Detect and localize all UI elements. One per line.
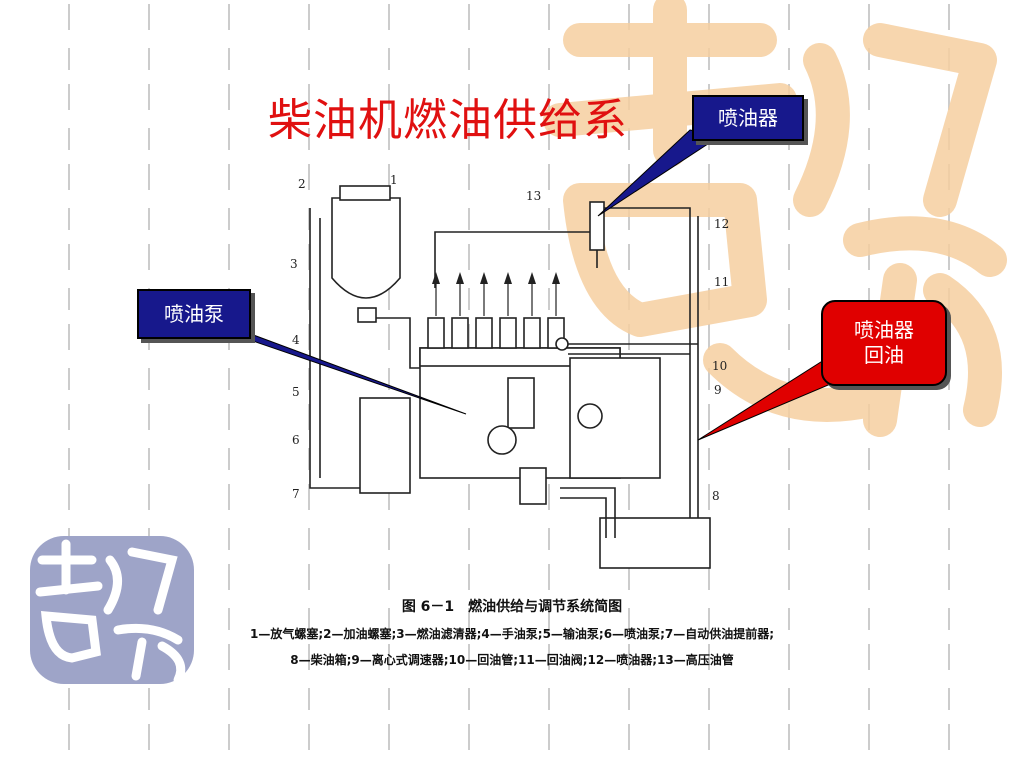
svg-text:2: 2 <box>298 177 306 191</box>
callout-return-line2: 回油 <box>864 343 904 367</box>
svg-text:1: 1 <box>390 173 398 187</box>
hand-pump <box>507 377 535 429</box>
fuel-filter <box>331 197 401 299</box>
high-pressure-line <box>434 231 560 288</box>
svg-text:13: 13 <box>526 189 541 203</box>
svg-text:5: 5 <box>292 385 300 399</box>
svg-text:6: 6 <box>292 433 300 447</box>
figure-legend-line1: 1—放气螺塞;2—加油螺塞;3—燃油滤清器;4—手油泵;5—输油泵;6—喷油泵;… <box>249 627 775 641</box>
svg-text:12: 12 <box>714 217 729 231</box>
advance-device <box>359 397 411 494</box>
return-pipe <box>604 207 691 518</box>
svg-text:3: 3 <box>290 257 298 271</box>
figure-caption: 图 6－1 燃油供给与调节系统简图 <box>401 599 623 615</box>
svg-text:8: 8 <box>712 489 720 503</box>
callout-injection-pump: 喷油泵 <box>137 289 251 339</box>
svg-text:4: 4 <box>292 333 300 347</box>
seal-logo <box>30 536 194 685</box>
callout-injector-return: 喷油器 回油 <box>821 300 947 386</box>
fuel-tank <box>599 517 711 569</box>
svg-text:7: 7 <box>292 487 300 501</box>
figure-legend-line2: 8—柴油箱;9—离心式调速器;10—回油管;11—回油阀;12—喷油器;13—高… <box>290 653 734 667</box>
callout-return-line1: 喷油器 <box>854 318 914 342</box>
feed-pump <box>487 425 517 455</box>
svg-text:11: 11 <box>714 275 729 289</box>
page-title: 柴油机燃油供给系 <box>268 95 628 146</box>
fuel-system-diagram: 2 1 3 4 5 6 7 8 9 10 11 12 13 <box>290 173 729 569</box>
svg-text:10: 10 <box>712 359 727 373</box>
callout-injector: 喷油器 <box>692 95 804 141</box>
svg-text:9: 9 <box>714 383 722 397</box>
